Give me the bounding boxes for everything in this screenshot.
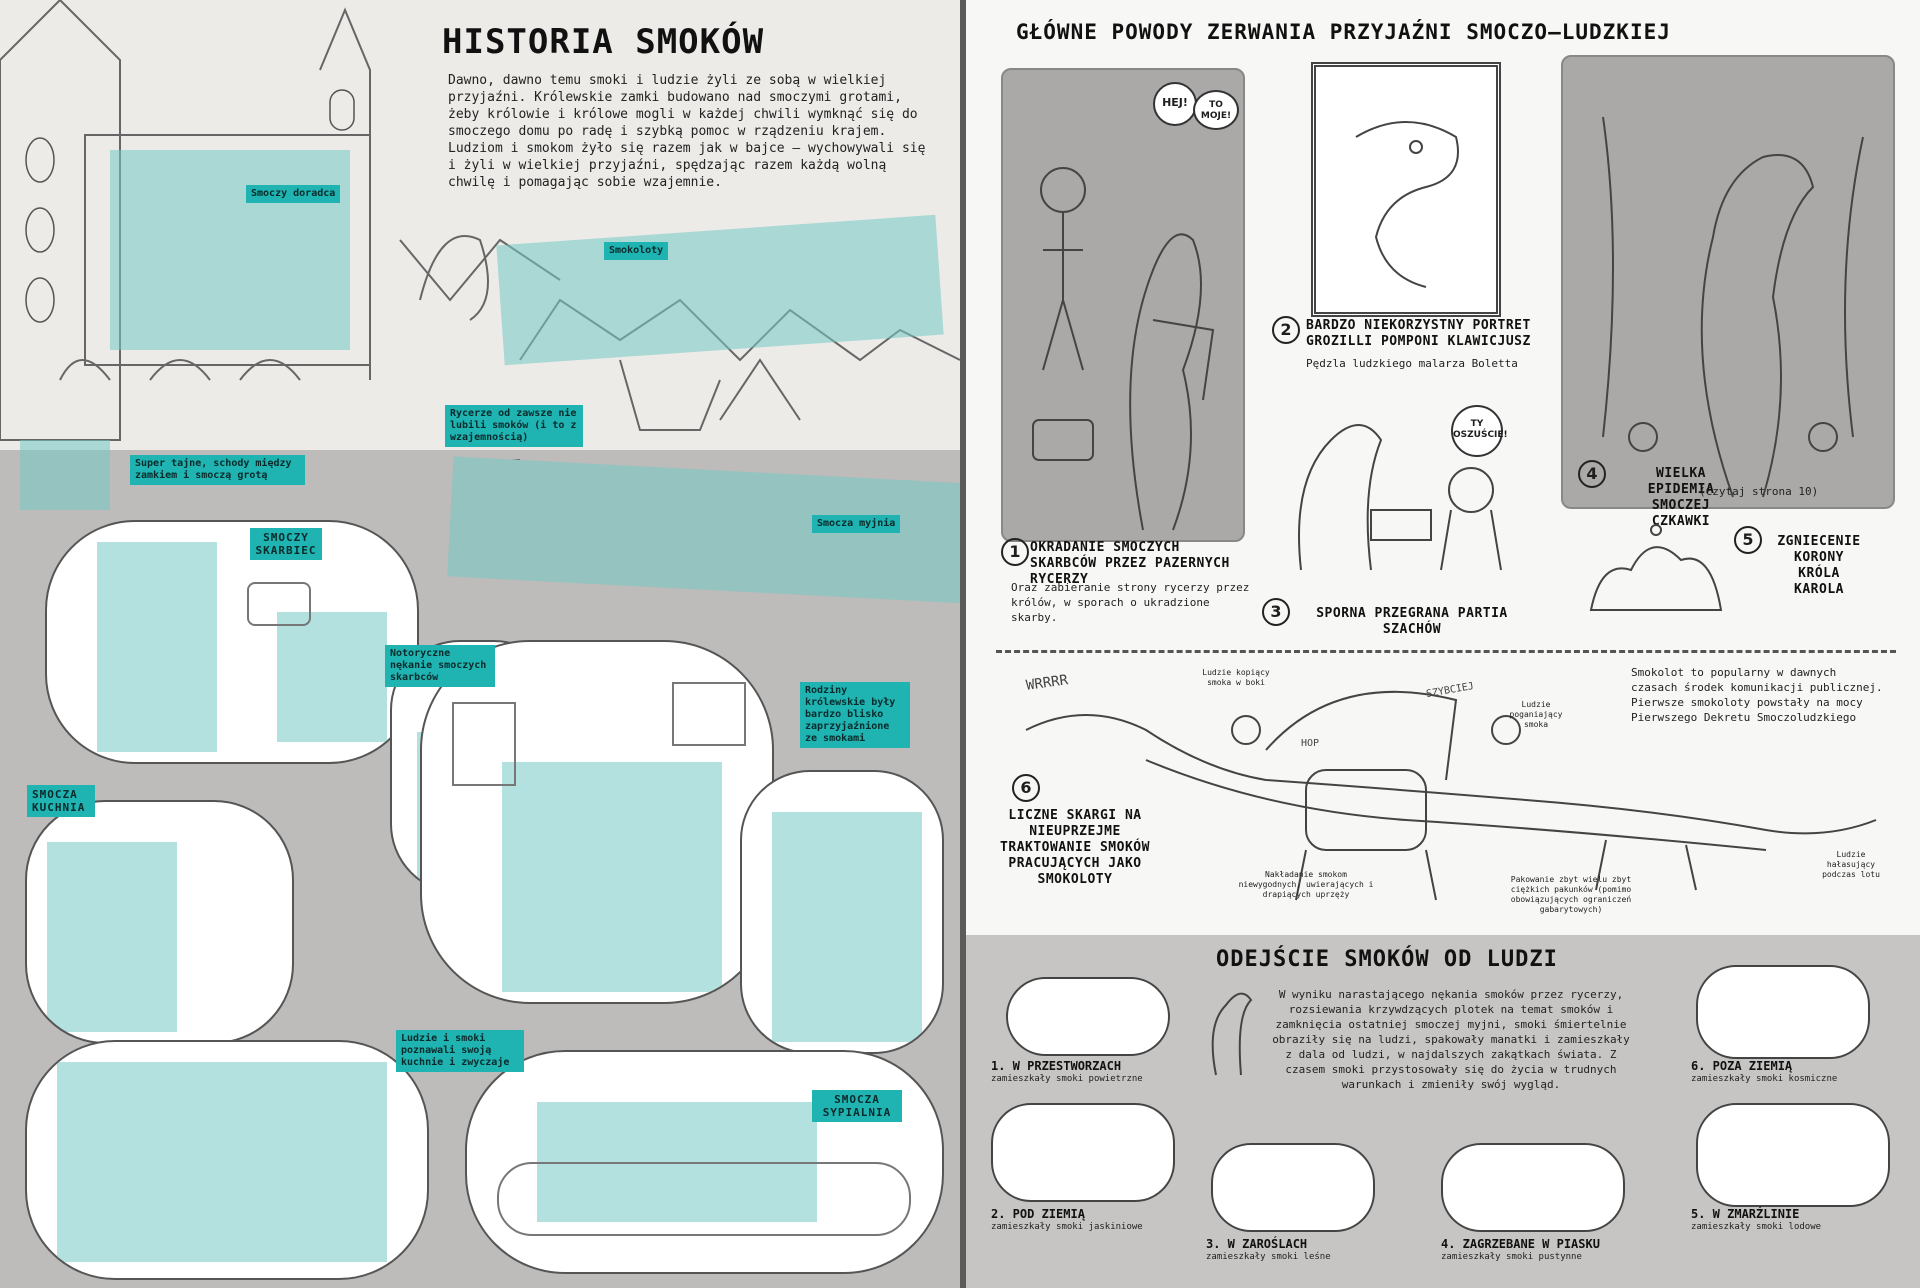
tag-smoczy-skarbiec: SMOCZY SKARBIEC	[250, 528, 322, 560]
label-poganiajacy: Ludzie poganiający smoka	[1509, 700, 1563, 729]
odejscie-section: ODEJŚCIE SMOKÓW OD LUDZI W wyniku narast…	[966, 935, 1920, 1288]
reason-6-number: 6	[1012, 774, 1040, 802]
reason-5-title: ZGNIECENIE KORONY KRÓLA KAROLA	[1777, 534, 1861, 597]
habitat-1-illustration	[1006, 977, 1170, 1056]
reason-2-number: 2	[1272, 316, 1300, 344]
bubble-oszuscie: TY OSZUŚCIE!	[1451, 405, 1508, 457]
stairs-scene	[20, 440, 110, 510]
sound-hop: HOP	[1301, 738, 1320, 749]
tag-smocza-kuchnia: SMOCZA KUCHNIA	[27, 785, 95, 817]
reason-5-number: 5	[1734, 526, 1762, 554]
habitat-6-illustration	[1696, 965, 1870, 1059]
reason-1-title: OKRADANIE SMOCZYCH SKARBCÓW PRZEZ PAZERN…	[1030, 540, 1230, 587]
right-title: GŁÓWNE POWODY ZERWANIA PRZYJAŹNI SMOCZO–…	[1016, 20, 1671, 44]
reason-2-portrait	[1311, 62, 1501, 317]
reason-3-number: 3	[1262, 598, 1290, 626]
habitat-5-sub: zamieszkały smoki lodowe	[1691, 1222, 1822, 1232]
right-page: GŁÓWNE POWODY ZERWANIA PRZYJAŹNI SMOCZO–…	[966, 0, 1920, 1288]
section-divider	[996, 650, 1896, 653]
reason-1-illustration: HEJ! TO MOJE!	[1001, 68, 1245, 542]
reason-4-number: 4	[1578, 460, 1606, 488]
habitat-4-illustration	[1441, 1143, 1625, 1232]
tag-smokoloty: Smokoloty	[604, 242, 669, 260]
habitat-5-title: 5. W ZMARŹLINIE	[1691, 1207, 1800, 1221]
advisor-scene	[110, 150, 350, 350]
tag-smocza-sypialnia: SMOCZA SYPIALNIA	[812, 1090, 902, 1122]
bedroom-room	[465, 1050, 944, 1274]
habitat-3-illustration	[1211, 1143, 1375, 1232]
smokolot-description: Smokolot to popularny w dawnych czasach …	[1631, 666, 1883, 724]
left-title: HISTORIA SMOKÓW	[442, 22, 765, 62]
reason-2-sub: Pędzla ludzkiego malarza Boletta	[1306, 357, 1518, 370]
habitat-1-title: 1. W PRZESTWORZACH	[991, 1059, 1122, 1073]
habitat-2-sub: zamieszkały smoki jaskiniowe	[991, 1222, 1143, 1232]
tag-notoryczne: Notoryczne nękanie smoczych skarbców	[385, 645, 495, 687]
tag-ludzie-i-smoki: Ludzie i smoki poznawali swoją kuchnie i…	[396, 1030, 524, 1072]
kitchen-room	[25, 800, 294, 1044]
tag-rycerze: Rycerze od zawsze nie lubili smoków (i t…	[445, 405, 583, 447]
left-page: HISTORIA SMOKÓW Dawno, dawno temu smoki …	[0, 0, 960, 1288]
reason-3-illustration	[1298, 424, 1502, 571]
label-halasujacy: Ludzie hałasujący podczas lotu	[1822, 850, 1880, 879]
reason-4-illustration	[1561, 55, 1895, 509]
odejscie-title: ODEJŚCIE SMOKÓW OD LUDZI	[1216, 947, 1558, 972]
small-dragon-sketch	[1211, 992, 1253, 1076]
habitat-2-illustration	[991, 1103, 1175, 1202]
label-nakladanie: Nakładanie smokom niewygodnych, uwierają…	[1238, 870, 1374, 899]
tag-super-tajne: Super tajne, schody między zamkiem i smo…	[130, 455, 305, 485]
tag-rodziny: Rodziny królewskie były bardzo blisko za…	[800, 682, 910, 748]
book-spine	[960, 0, 966, 1288]
label-pakowanie: Pakowanie zbyt wielu zbyt ciężkich pakun…	[1510, 875, 1632, 914]
habitat-5-illustration	[1696, 1103, 1890, 1207]
habitat-3-title: 3. W ZAROŚLACH	[1206, 1237, 1308, 1251]
reason-4-title: WIELKA EPIDEMIA SMOCZEJ CZKAWKI	[1647, 466, 1715, 529]
left-intro: Dawno, dawno temu smoki i ludzie żyli ze…	[448, 73, 926, 190]
reason-6-title: LICZNE SKARGI NA NIEUPRZEJME TRAKTOWANIE…	[1000, 808, 1150, 887]
habitat-2-title: 2. POD ZIEMIĄ	[991, 1207, 1085, 1221]
bubble-hej: HEJ!	[1153, 82, 1197, 126]
kitchen-lower-room	[25, 1040, 429, 1280]
habitat-6-sub: zamieszkały smoki kosmiczne	[1691, 1074, 1838, 1084]
habitat-6-title: 6. POZA ZIEMIĄ	[1691, 1059, 1793, 1073]
treasury-room	[45, 520, 419, 764]
reason-3-title: SPORNA PRZEGRANA PARTIA SZACHÓW	[1316, 606, 1508, 637]
tag-smoczy-doradca: Smoczy doradca	[246, 185, 341, 203]
reason-4-sub: (Czytaj strona 10)	[1699, 485, 1819, 498]
habitat-4-title: 4. ZAGRZEBANE W PIASKU	[1441, 1237, 1600, 1251]
habitat-1-sub: zamieszkały smoki powietrzne	[991, 1074, 1143, 1084]
smokolot-illustration	[1025, 690, 1877, 901]
royal-room	[740, 770, 944, 1054]
reason-1-number: 1	[1001, 538, 1029, 566]
bubble-to-moje: TO MOJE!	[1193, 90, 1239, 130]
library-room	[420, 640, 774, 1004]
reason-5-crown	[1589, 524, 1723, 611]
reason-1-sub: Oraz zabieranie strony rycerzy przez kró…	[1011, 581, 1250, 624]
reason-2-title: BARDZO NIEKORZYSTNY PORTRET GROZILLI POM…	[1306, 318, 1531, 349]
odejscie-text: W wyniku narastającego nękania smoków pr…	[1272, 988, 1630, 1091]
habitat-3-sub: zamieszkały smoki leśne	[1206, 1252, 1331, 1262]
tag-smocza-myjnia: Smocza myjnia	[812, 515, 901, 533]
label-kopiacy: Ludzie kopiący smoka w boki	[1202, 668, 1270, 687]
habitat-4-sub: zamieszkały smoki pustynne	[1441, 1252, 1582, 1262]
